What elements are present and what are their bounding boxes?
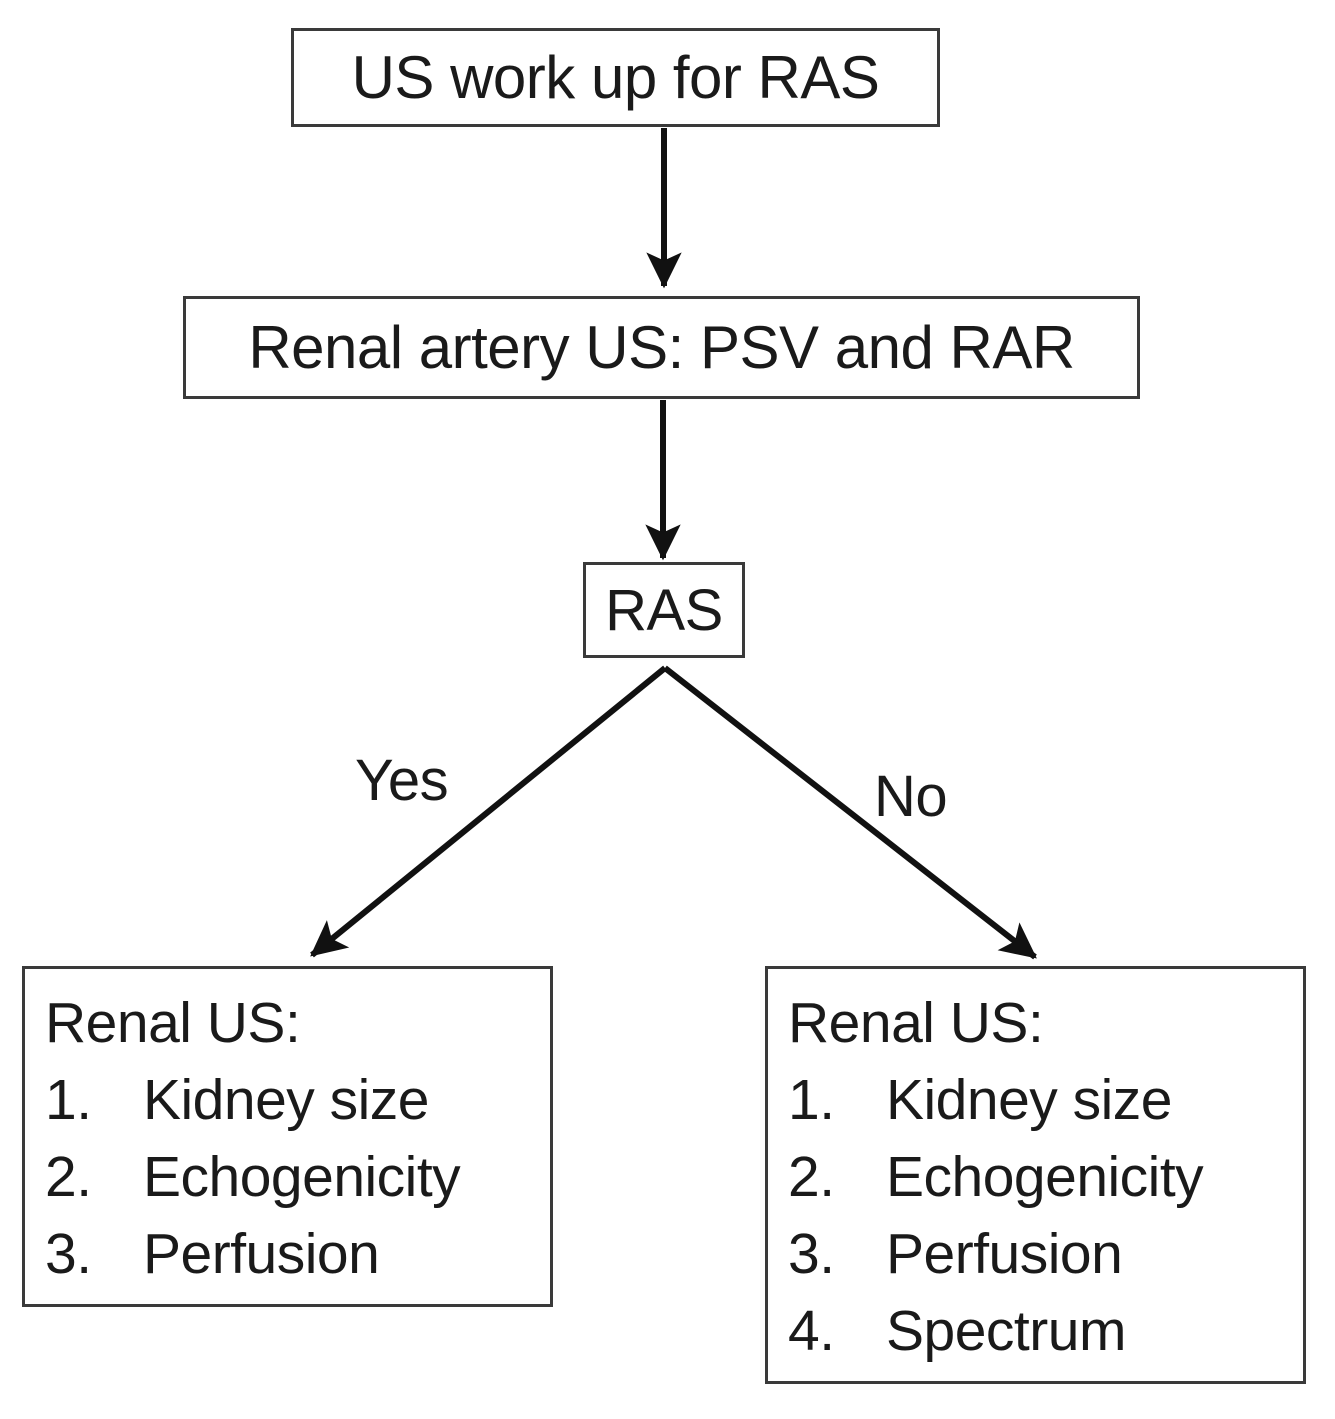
node-renal-artery-us: Renal artery US: PSV and RAR (183, 296, 1140, 399)
yes-branch-title: Renal US: (45, 991, 301, 1055)
node-renal-artery-us-label: Renal artery US: PSV and RAR (248, 314, 1075, 381)
list-item-label: Echogenicity (143, 1145, 461, 1209)
list-item: 2. Echogenicity (25, 1139, 550, 1216)
list-item: 2. Echogenicity (768, 1139, 1303, 1216)
node-no-branch-renal-us: Renal US: 1. Kidney size 2. Echogenicity… (765, 966, 1306, 1384)
yes-branch-list: 1. Kidney size 2. Echogenicity 3. Perfus… (25, 1062, 550, 1293)
list-item-label: Spectrum (886, 1299, 1126, 1363)
list-item-label: Kidney size (886, 1068, 1173, 1132)
node-decision-ras-label: RAS (605, 577, 723, 643)
list-item-number: 3. (788, 1222, 835, 1286)
list-item-number: 1. (788, 1068, 835, 1132)
list-item-label: Echogenicity (886, 1145, 1204, 1209)
list-item-label: Perfusion (143, 1222, 380, 1286)
edge-ras-to-no-branch (663, 665, 1037, 960)
list-item-number: 4. (788, 1299, 835, 1363)
list-item-label: Perfusion (886, 1222, 1123, 1286)
node-decision-ras: RAS (583, 562, 745, 658)
list-item-number: 3. (45, 1222, 92, 1286)
list-item: 1. Kidney size (768, 1062, 1303, 1139)
node-start-label: US work up for RAS (351, 44, 880, 111)
list-item: 3. Perfusion (25, 1216, 550, 1293)
list-item-number: 1. (45, 1068, 92, 1132)
no-branch-list: 1. Kidney size 2. Echogenicity 3. Perfus… (768, 1062, 1303, 1370)
list-item-label: Kidney size (143, 1068, 430, 1132)
list-item: 4. Spectrum (768, 1293, 1303, 1370)
no-branch-title: Renal US: (788, 991, 1044, 1055)
list-item-number: 2. (788, 1145, 835, 1209)
list-item-number: 2. (45, 1145, 92, 1209)
list-item: 3. Perfusion (768, 1216, 1303, 1293)
node-yes-branch-renal-us: Renal US: 1. Kidney size 2. Echogenicity… (22, 966, 553, 1307)
list-item: 1. Kidney size (25, 1062, 550, 1139)
edge-label-no: No (874, 764, 948, 829)
node-start: US work up for RAS (291, 28, 940, 127)
edge-label-yes: Yes (355, 748, 449, 813)
